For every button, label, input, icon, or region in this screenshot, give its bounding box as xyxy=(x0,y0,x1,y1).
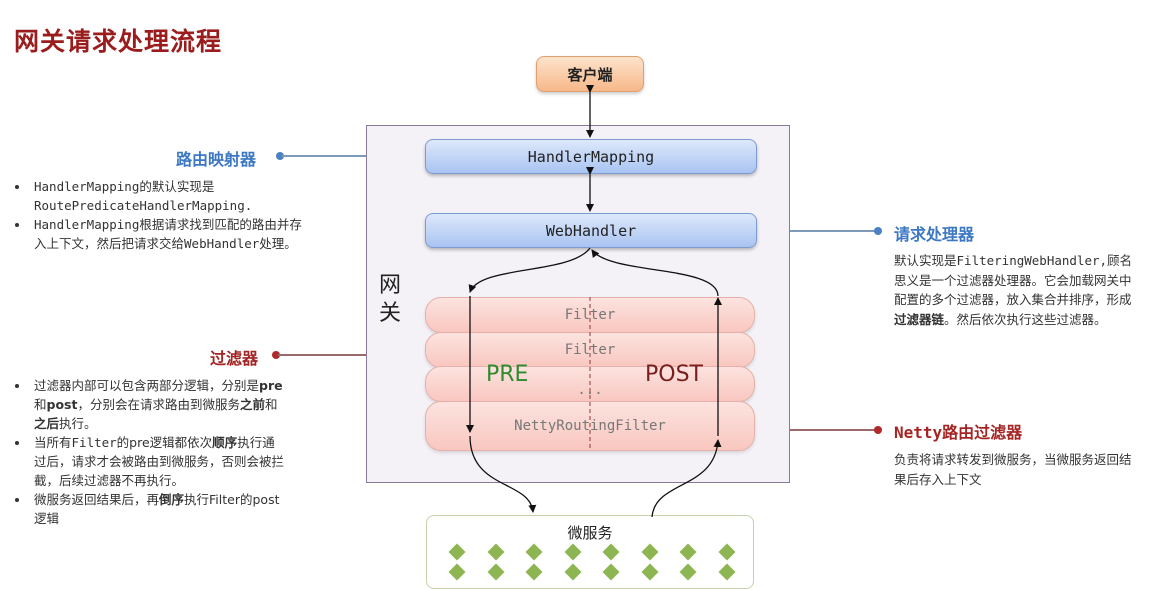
route-mapper-dot xyxy=(276,152,284,160)
route-mapper-bullet-text: 的默认实现是 xyxy=(139,179,215,194)
rh-text-1: 默认实现是 xyxy=(894,253,957,268)
route-mapper-bullet-text: HandlerMapping xyxy=(34,179,140,194)
pre-label: PRE xyxy=(486,362,529,387)
filter-bullet-text: post xyxy=(46,397,78,412)
arrow-pre-to-microservice xyxy=(469,435,537,513)
filter-bullet-text: 执行Filter的post逻辑 xyxy=(34,492,280,526)
route-mapper-heading: 路由映射器 xyxy=(176,150,257,169)
filter-bullet-text: 之后 xyxy=(34,416,60,431)
rh-text-bold: 过滤器链 xyxy=(894,311,945,327)
filter-bullet-text: 的pre逻辑都依次 xyxy=(116,435,213,450)
filter-bullet-text: 过滤器内部可以包含两部分逻辑，分别是 xyxy=(34,378,260,393)
filter-bullet-text: 顺序 xyxy=(212,435,238,450)
filter-bullet-text: 和 xyxy=(265,397,278,412)
microservice-box: 微服务 xyxy=(426,515,754,589)
filter-bullet-text: 当所有 xyxy=(34,435,72,450)
filter-bullet-2: 当所有Filter的pre逻辑都依次顺序执行通过后，请求才会被路由到微服务，否则… xyxy=(30,433,284,490)
arrow-pre-path-top xyxy=(468,247,591,293)
filter-bullet-text: 和 xyxy=(34,397,47,412)
arrow-post-from-microservice xyxy=(651,439,722,518)
request-handler-description: 默认实现是FilteringWebHandler,顾名思义是一个过滤器处理器。它… xyxy=(894,251,1134,329)
post-label: POST xyxy=(645,362,703,387)
filter-bullet-text: ，分别会在请求路由到微服务 xyxy=(77,397,240,412)
rh-text-2: 顾名思义是一个过滤器处理器。它会加载网关中配置的多个过滤器，放入集合并排序，形成 xyxy=(894,253,1133,307)
filter-dot xyxy=(272,351,280,359)
route-mapper-bullet-text: RoutePredicateHandlerMapping. xyxy=(34,198,253,213)
filter-bullets: 过滤器内部可以包含两部分逻辑，分别是pre和post，分别会在请求路由到微服务之… xyxy=(14,376,284,528)
rh-text-mono: FilteringWebHandler, xyxy=(956,253,1108,268)
netty-filter-heading: Netty路由过滤器 xyxy=(894,423,1023,442)
filter-bullet-text: 执行通过后，请求才会被路由到微服务，否则会被拦截，后续过滤器不再执行。 xyxy=(34,435,285,488)
route-mapper-bullets: HandlerMapping的默认实现是RoutePredicateHandle… xyxy=(14,177,314,253)
filter-bullet-text: pre xyxy=(259,378,283,393)
request-handler-connector xyxy=(766,230,876,232)
route-mapper-bullet-text: HandlerMapping xyxy=(34,217,140,232)
microservice-label: 微服务 xyxy=(567,524,613,542)
handler-mapping-box: HandlerMapping xyxy=(425,139,757,174)
filter-bullet-text: 倒序 xyxy=(159,492,185,507)
filter-bullet-text: 之前 xyxy=(239,397,265,412)
filter-bullet-1: 过滤器内部可以包含两部分逻辑，分别是pre和post，分别会在请求路由到微服务之… xyxy=(30,376,284,433)
filter-bullet-text: 微服务返回结果后，再 xyxy=(34,492,160,507)
route-mapper-connector xyxy=(282,155,414,157)
page-title: 网关请求处理流程 xyxy=(14,27,223,56)
gateway-label-2: 关 xyxy=(378,301,401,326)
web-handler-box: WebHandler xyxy=(425,213,757,248)
gateway-label: 网关 xyxy=(378,272,402,328)
route-mapper-bullet-text: 根据请求找到匹配的路由并存入上下文，然后把请求交给 xyxy=(34,217,302,251)
route-mapper-bullet-text: WebHandler xyxy=(184,236,260,251)
netty-filter-description: 负责将请求转发到微服务，当微服务返回结果后存入上下文 xyxy=(894,452,1132,487)
gateway-label-1: 网 xyxy=(378,273,401,298)
route-mapper-bullet-text: 处理。 xyxy=(259,236,297,251)
netty-filter-dot xyxy=(874,426,882,434)
request-handler-heading: 请求处理器 xyxy=(894,225,975,244)
request-handler-dot xyxy=(874,227,882,235)
netty-filter-connector xyxy=(766,429,876,431)
arrow-post-path-top xyxy=(591,249,719,297)
filter-bullet-text: 执行。 xyxy=(59,416,97,431)
rh-text-3: 。然后依次执行这些过滤器。 xyxy=(944,311,1107,327)
filter-bullet-text: Filter xyxy=(71,435,117,450)
route-mapper-bullet-1: HandlerMapping的默认实现是 RoutePredicateHandle… xyxy=(30,177,314,215)
filter-connector xyxy=(278,354,412,356)
filter-bullet-3: 微服务返回结果后，再倒序执行Filter的post逻辑 xyxy=(30,490,284,528)
filter-heading: 过滤器 xyxy=(210,349,259,368)
route-mapper-bullet-2: HandlerMapping根据请求找到匹配的路由并存入上下文，然后把请求交给W… xyxy=(30,215,314,253)
